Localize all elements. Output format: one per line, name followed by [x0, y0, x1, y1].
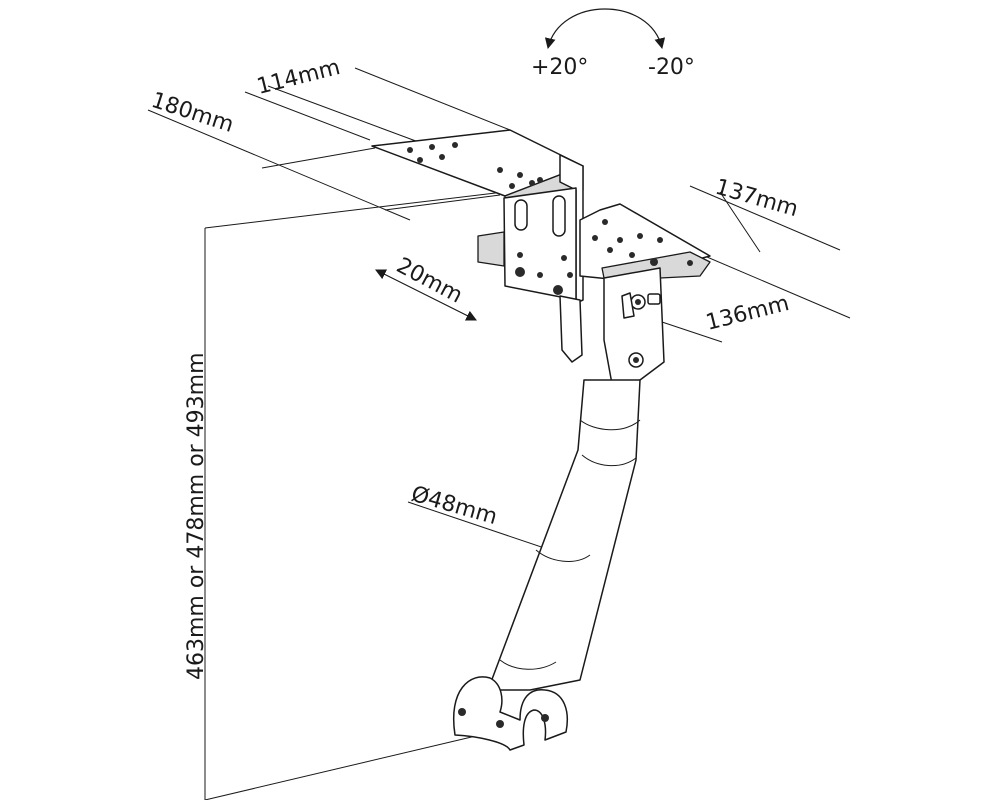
dimension-top-depth: 180mm [148, 88, 236, 138]
bottom-clamp [452, 676, 568, 751]
rotation-minus-label: -20° [648, 55, 695, 80]
slotted-side-plate [477, 187, 583, 363]
dimension-slide: 20mm [392, 253, 466, 308]
slide-arrow [375, 269, 477, 321]
tilt-bracket [603, 267, 665, 385]
rotation-arc-arrow [544, 8, 666, 50]
dimension-diameter: Ø48mm [408, 482, 500, 530]
dimension-right-depth: 136mm [703, 291, 791, 336]
rotation-plus-label: +20° [531, 55, 588, 80]
dimension-top-width: 114mm [254, 55, 342, 100]
support-tube [487, 379, 641, 691]
dimension-height: 463mm or 478mm or 493mm [184, 352, 209, 680]
right-mounting-plate [579, 203, 711, 281]
dimension-right-width: 137mm [712, 175, 800, 222]
